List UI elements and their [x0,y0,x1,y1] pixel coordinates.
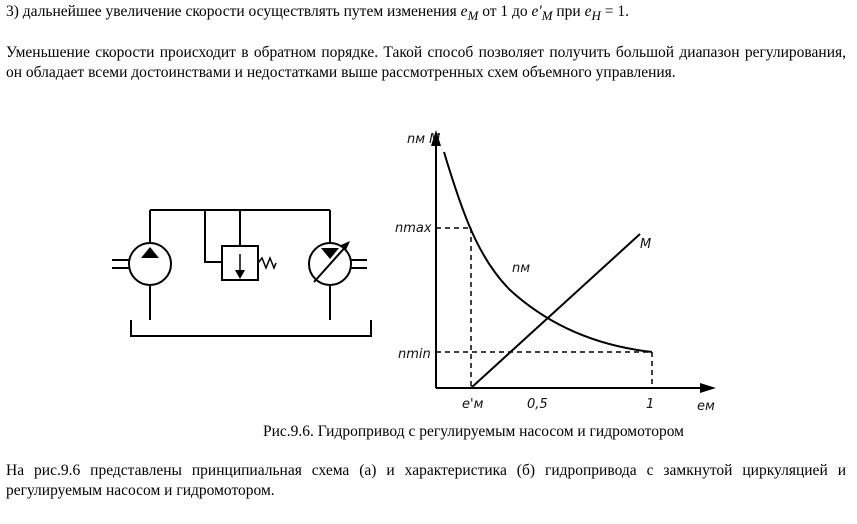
intro-mid1: от 1 до [478,3,532,20]
intro-line: 3) дальнейшее увеличение скорости осущес… [6,2,629,26]
var-e-m: e [460,3,468,20]
motor-adjust-arrow [313,243,349,283]
var-e-m-sub: M [467,8,479,24]
n-m-curve-label: nм [512,261,530,276]
y-axis-arrow [431,130,441,146]
relief-valve-spring [257,255,277,271]
x-tick-e-prime: e'м [462,397,484,412]
y-axis-label: nм M [407,132,440,147]
paragraph-speed-decrease: Уменьшение скорости происходит в обратно… [6,44,846,81]
paragraph-figure-description: На рис.9.6 представлены принципиальная с… [6,462,846,499]
var-e-prime-m: e' [531,3,542,20]
hydraulic-schematic [112,209,372,337]
relief-valve-arrowhead [235,270,245,279]
motor-circle [308,242,352,286]
intro-suffix: = 1. [600,3,629,20]
valve-left-connector [204,210,222,263]
motor-adjust-arrowhead [341,241,350,250]
nmax-label: nmax [395,221,432,236]
x-tick-0-5: 0,5 [527,397,548,412]
var-e-prime-m-sub: M [541,8,553,24]
characteristic-graph: nм M nmax nmin nм M e'м 0,5 1 eм [395,130,716,414]
intro-mid2: при [552,3,585,20]
var-e-h: e [584,3,592,20]
x-axis-label: eм [697,399,715,414]
guide-lines [436,227,653,388]
intro-text: 3) дальнейшее увеличение скорости осущес… [6,3,461,20]
schematic-bottom-line [130,320,372,337]
m-line-label: M [640,237,651,252]
m-line [470,233,641,389]
pump-triangle [141,247,159,258]
nmin-label: nmin [398,347,431,362]
motor-triangle [321,248,339,259]
figure-caption: Рис.9.6. Гидропривод с регулируемым насо… [263,423,684,440]
x-axis-arrow [700,383,716,393]
x-tick-1: 1 [646,397,654,412]
pump-circle [128,242,172,286]
n-m-curve [443,151,653,353]
var-e-h-sub: H [591,8,601,24]
